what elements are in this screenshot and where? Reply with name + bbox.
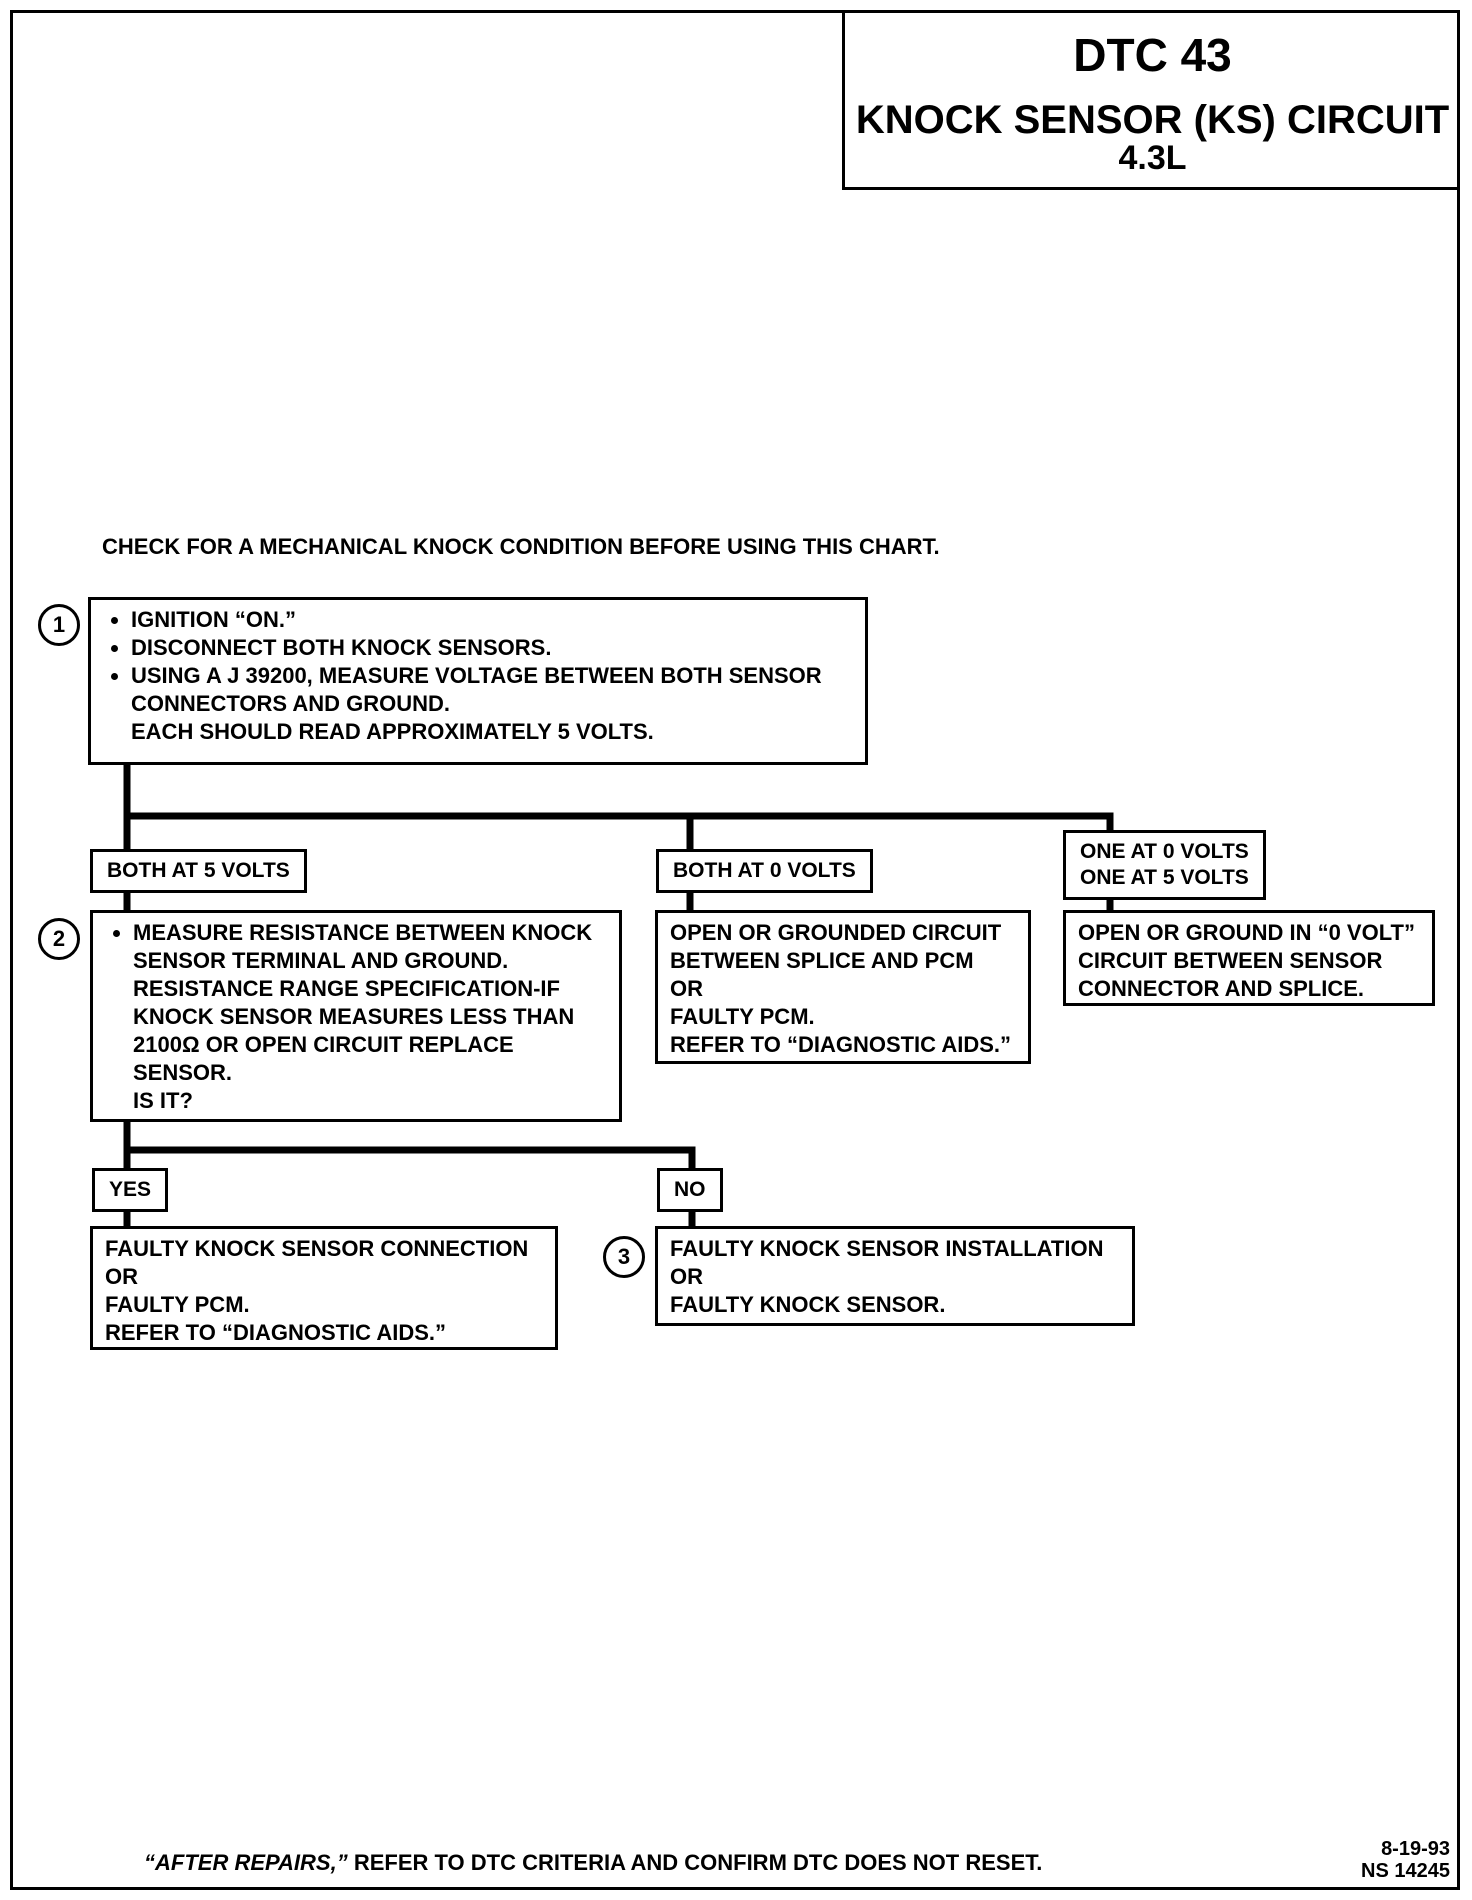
footer-italic: “AFTER REPAIRS,” — [144, 1850, 348, 1875]
result-line: REFER TO “DIAGNOSTIC AIDS.” — [670, 1032, 1012, 1057]
document-number: NS 14245 — [1361, 1860, 1450, 1882]
result-line: OPEN OR GROUND IN “0 VOLT” — [1078, 920, 1415, 945]
result-line: FAULTY PCM. — [670, 1004, 815, 1029]
result-line: FAULTY PCM. — [105, 1292, 250, 1317]
label-one-each: ONE AT 0 VOLTS ONE AT 5 VOLTS — [1063, 830, 1266, 900]
page-frame — [10, 10, 1460, 1890]
result-line: CIRCUIT BETWEEN SENSOR — [1078, 948, 1383, 973]
step-2-line: SENSOR. — [133, 1060, 233, 1085]
engine-size: 4.3L — [1118, 139, 1187, 177]
result-line: REFER TO “DIAGNOSTIC AIDS.” — [105, 1320, 447, 1345]
result-line: OR — [105, 1264, 138, 1289]
footer-note: “AFTER REPAIRS,” REFER TO DTC CRITERIA A… — [144, 1850, 1042, 1876]
document-code: 8-19-93 NS 14245 — [1361, 1838, 1450, 1882]
label-no: NO — [657, 1168, 723, 1212]
label-both-0-volts: BOTH AT 0 VOLTS — [656, 849, 873, 893]
result-line: OR — [670, 976, 703, 1001]
step-1-bullet: DISCONNECT BOTH KNOCK SENSORS. — [131, 634, 853, 662]
both-0-volts-result: OPEN OR GROUNDED CIRCUIT BETWEEN SPLICE … — [655, 910, 1031, 1064]
result-line: BETWEEN SPLICE AND PCM — [670, 948, 974, 973]
circuit-name: KNOCK SENSOR (KS) CIRCUIT — [855, 98, 1450, 142]
step-2-line: 2100Ω OR OPEN CIRCUIT REPLACE — [133, 1032, 514, 1057]
result-line: FAULTY KNOCK SENSOR CONNECTION — [105, 1236, 529, 1261]
label-both-5-volts: BOTH AT 5 VOLTS — [90, 849, 307, 893]
one-volt-result: OPEN OR GROUND IN “0 VOLT” CIRCUIT BETWE… — [1063, 910, 1435, 1006]
step-1-expected: EACH SHOULD READ APPROXIMATELY 5 VOLTS. — [131, 719, 654, 744]
no-result: FAULTY KNOCK SENSOR INSTALLATION OR FAUL… — [655, 1226, 1135, 1326]
step-2-line: KNOCK SENSOR MEASURES LESS THAN — [133, 1004, 575, 1029]
result-line: OR — [670, 1264, 703, 1289]
step-1-marker: 1 — [38, 604, 80, 646]
step-1-bullet: IGNITION “ON.” — [131, 606, 853, 634]
step-3-marker: 3 — [603, 1236, 645, 1278]
label-one-5-volts: ONE AT 5 VOLTS — [1080, 866, 1249, 889]
step-2-line: SENSOR TERMINAL AND GROUND. — [133, 948, 509, 973]
title-block: DTC 43 KNOCK SENSOR (KS) CIRCUIT 4.3L — [842, 10, 1460, 190]
label-yes: YES — [92, 1168, 169, 1212]
document-date: 8-19-93 — [1381, 1838, 1450, 1860]
step-2-bullet: MEASURE RESISTANCE BETWEEN KNOCK — [133, 919, 607, 947]
yes-result: FAULTY KNOCK SENSOR CONNECTION OR FAULTY… — [90, 1226, 558, 1350]
result-line: FAULTY KNOCK SENSOR. — [670, 1292, 946, 1317]
step-2-box: MEASURE RESISTANCE BETWEEN KNOCK SENSOR … — [90, 910, 622, 1122]
step-2-line: RESISTANCE RANGE SPECIFICATION-IF — [133, 976, 560, 1001]
result-line: OPEN OR GROUNDED CIRCUIT — [670, 920, 1002, 945]
step-1-continued: CONNECTORS AND GROUND. — [131, 691, 451, 716]
result-line: CONNECTOR AND SPLICE. — [1078, 976, 1365, 1001]
label-one-0-volts: ONE AT 0 VOLTS — [1080, 840, 1249, 863]
footer-text: REFER TO DTC CRITERIA AND CONFIRM DTC DO… — [347, 1850, 1043, 1875]
step-2-marker: 2 — [38, 918, 80, 960]
step-1-bullet: USING A J 39200, MEASURE VOLTAGE BETWEEN… — [131, 662, 853, 690]
step-1-box: IGNITION “ON.” DISCONNECT BOTH KNOCK SEN… — [88, 597, 868, 765]
result-line: FAULTY KNOCK SENSOR INSTALLATION — [670, 1236, 1104, 1261]
pre-check-note: CHECK FOR A MECHANICAL KNOCK CONDITION B… — [102, 534, 940, 559]
dtc-code: DTC 43 — [1073, 29, 1232, 81]
step-2-question: IS IT? — [133, 1088, 193, 1113]
